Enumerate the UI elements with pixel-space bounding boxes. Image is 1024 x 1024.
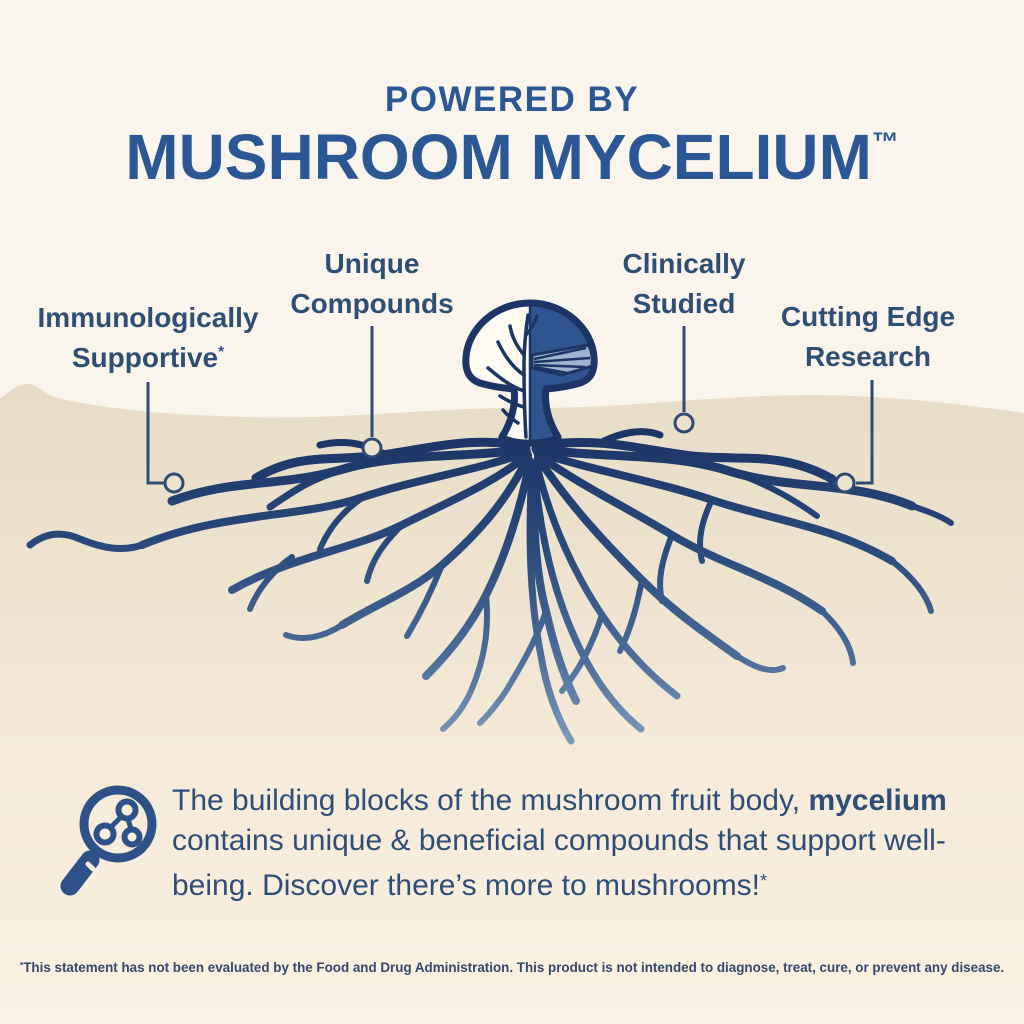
callout-label-unique-compounds: Unique Compounds <box>290 246 453 321</box>
body-copy: The building blocks of the mushroom frui… <box>172 781 947 906</box>
mycelium-bold: mycelium <box>808 784 947 817</box>
connector-unique-compounds <box>361 326 383 459</box>
callout-line1: Cutting Edge <box>780 301 956 332</box>
callout-line2: Research <box>804 341 932 372</box>
magnifier-handle <box>60 850 100 896</box>
asterisk: * <box>760 871 768 891</box>
callout-label-cutting-edge-research: Cutting Edge Research <box>781 299 955 374</box>
page-title: MUSHROOM MYCELIUM™ <box>0 120 1024 194</box>
header-kicker: POWERED BY <box>384 80 640 119</box>
body-line-3: being. Discover there’s more to mushroom… <box>172 869 768 902</box>
asterisk: * <box>218 344 225 361</box>
callout-line2: Supportive* <box>71 342 225 373</box>
body-line-1: The building blocks of the mushroom frui… <box>172 784 947 817</box>
connector-clinically-studied <box>673 326 695 434</box>
callout-line1: Unique <box>324 248 420 279</box>
callout-line1: Immunologically <box>37 302 259 333</box>
mushroom-illustration <box>462 299 598 447</box>
asterisk: * <box>19 960 24 970</box>
trademark-symbol: ™ <box>871 127 899 157</box>
title-text: MUSHROOM MYCELIUM <box>125 121 872 193</box>
mushroom-body-right-half <box>530 303 595 443</box>
callout-line2: Compounds <box>290 288 454 319</box>
callout-line1: Clinically <box>622 248 746 279</box>
connector-cutting-edge-research <box>834 380 874 494</box>
root-strokes <box>26 428 954 745</box>
connector-immunologically-supportive <box>146 382 185 494</box>
fda-disclaimer: *This statement has not been evaluated b… <box>19 960 1005 975</box>
callout-line2: Studied <box>632 288 736 319</box>
callout-label-immunologically-supportive: Immunologically Supportive* <box>38 300 259 375</box>
soil-wave <box>0 384 1024 1024</box>
body-line-2: contains unique & beneficial compounds t… <box>172 824 946 857</box>
magnifier-molecules-icon <box>60 785 157 896</box>
mushroom-outline <box>462 299 598 447</box>
callout-label-clinically-studied: Clinically Studied <box>623 246 746 321</box>
